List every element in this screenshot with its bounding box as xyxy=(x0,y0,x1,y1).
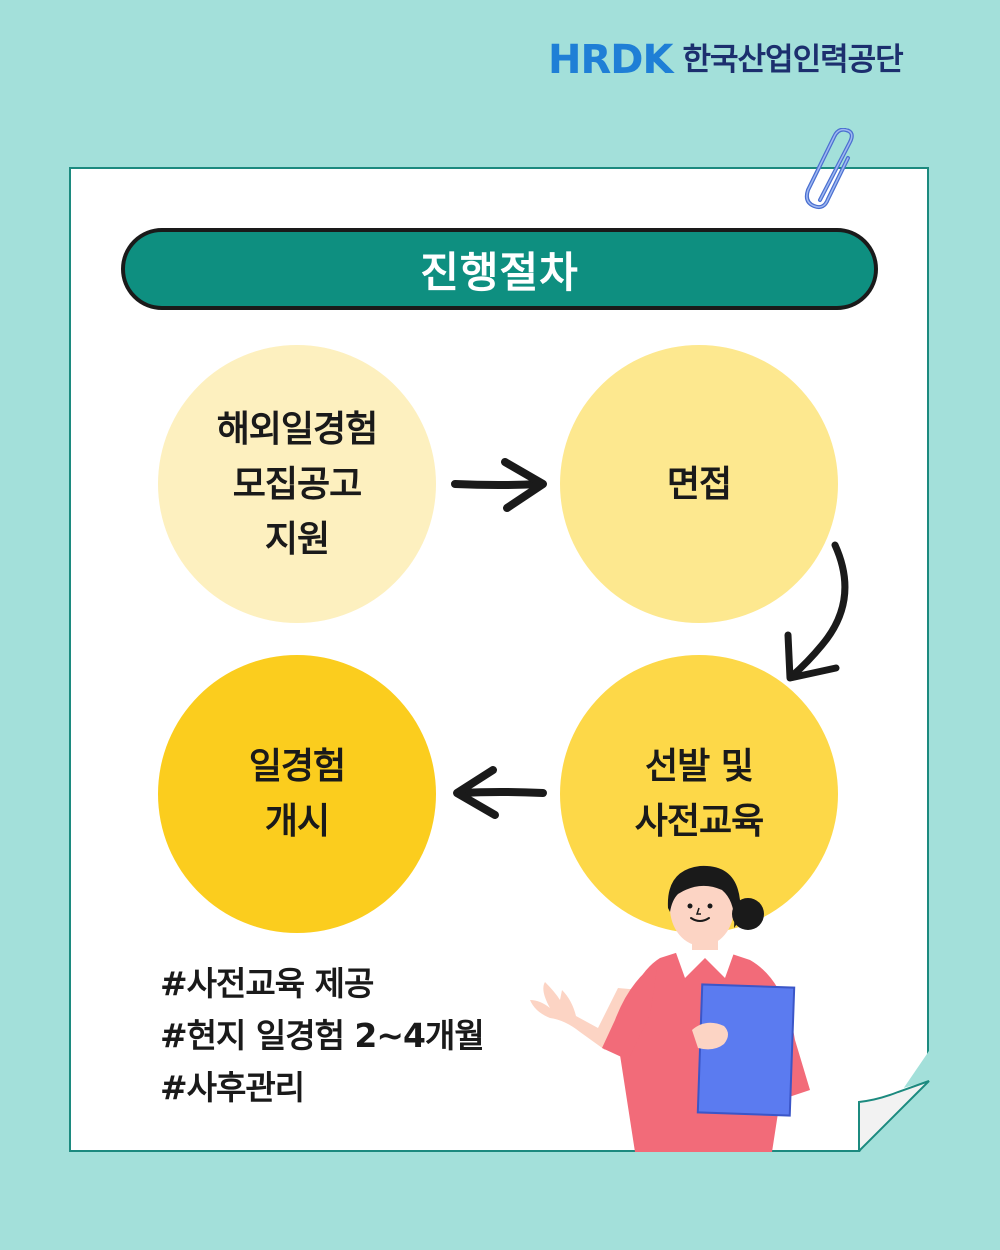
step-apply: 해외일경험 모집공고 지원 xyxy=(158,345,436,623)
title-banner: 진행절차 xyxy=(121,228,878,310)
step-selection-label: 선발 및 사전교육 xyxy=(634,746,764,842)
org-name: 한국산업인력공단 xyxy=(682,41,903,78)
page-curl-icon xyxy=(858,1080,930,1152)
brand-logo: HRDK 한국산업인력공단 xyxy=(548,37,904,83)
page-title: 진행절차 xyxy=(420,247,579,297)
hashtag-item: #사후관리 xyxy=(160,1068,305,1107)
logo-mark-text: HRDK xyxy=(548,37,673,83)
logo-mark: HRDK xyxy=(548,37,673,83)
step-interview: 면접 xyxy=(560,345,838,623)
step-start-label: 일경험 개시 xyxy=(248,746,346,842)
hashtag-list: #사전교육 제공 #현지 일경험 2~4개월 #사후관리 xyxy=(160,958,485,1114)
presenter-illustration xyxy=(530,865,810,1152)
hashtag-item: #현지 일경험 2~4개월 xyxy=(160,1016,485,1055)
step-start: 일경험 개시 xyxy=(158,655,436,933)
hashtag-item: #사전교육 제공 xyxy=(160,964,374,1003)
step-interview-label: 면접 xyxy=(666,463,732,505)
step-apply-label: 해외일경험 모집공고 지원 xyxy=(216,408,379,560)
paperclip-icon xyxy=(804,128,854,210)
